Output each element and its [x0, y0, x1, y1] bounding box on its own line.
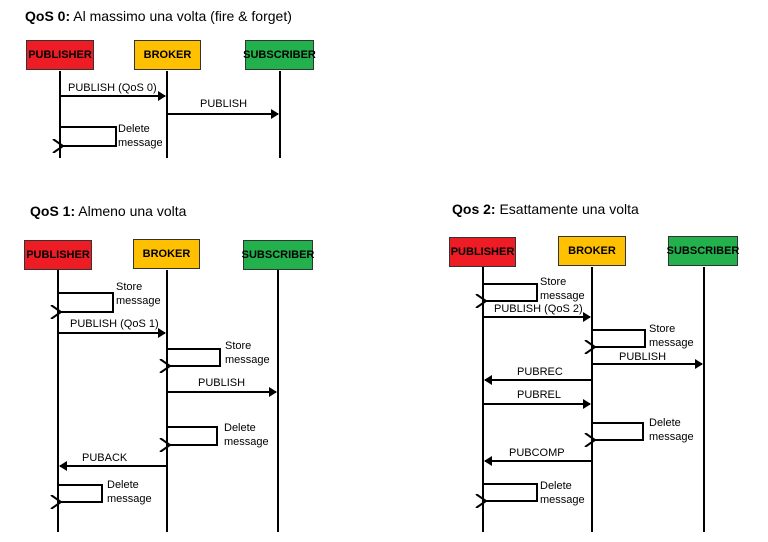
qos2-msg-pubcomp: PUBCOMP	[509, 447, 565, 459]
qos2-lifelines	[482, 267, 705, 532]
qos1-note-store-publisher-line1: Store	[116, 281, 143, 293]
qos0-note-delete-line1: Delete	[118, 123, 150, 135]
qos1-arrows	[58, 292, 277, 502]
qos2-subscriber-box: SUBSCRIBER	[667, 236, 739, 266]
qos1-broker-box: BROKER	[133, 239, 200, 269]
qos1-note-store-broker-line2: message	[225, 354, 270, 366]
qos1-note-store-publisher-line2: message	[116, 295, 161, 307]
qos2-self-store-publisher	[484, 283, 538, 301]
qos2-arrows	[483, 283, 703, 501]
qos1-note-store-publisher: Store message	[116, 280, 161, 308]
qos1-msg-publish: PUBLISH	[198, 377, 246, 389]
qos1-note-delete-broker: Delete message	[224, 421, 269, 449]
qos2-title: Qos 2: Esattamente una volta	[452, 201, 639, 217]
qos2-msg-pubrel: PUBREL	[517, 389, 562, 401]
qos2-msg-publish-qos2: PUBLISH (QoS 2)	[494, 303, 583, 315]
qos2-note-store-publisher-line1: Store	[540, 276, 567, 288]
qos2-note-store-publisher-line2: message	[540, 290, 585, 302]
qos0-subscriber-box: SUBSCRIBER	[243, 40, 316, 70]
qos2-note-delete-publisher-line1: Delete	[540, 480, 572, 492]
qos2-self-store-broker	[593, 329, 646, 347]
qos0-arrows	[60, 91, 279, 146]
qos1-self-delete-publisher	[59, 484, 103, 502]
qos2-note-delete-publisher-line2: message	[540, 494, 585, 506]
qos2-self-delete-publisher	[484, 483, 538, 501]
qos1-title-bold: QoS 1:	[30, 203, 76, 219]
qos0-self-delete	[61, 126, 117, 146]
qos0-publisher-box: PUBLISHER	[26, 40, 94, 70]
qos2-note-delete-broker-line1: Delete	[649, 417, 681, 429]
qos2-note-store-publisher: Store message	[540, 275, 585, 303]
qos2-note-store-broker-line1: Store	[649, 323, 676, 335]
qos1-note-delete-publisher-line2: message	[107, 493, 152, 505]
qos2-note-store-broker-line2: message	[649, 337, 694, 349]
qos0-msg-publish: PUBLISH	[200, 98, 248, 110]
qos2-note-delete-broker: Delete message	[649, 416, 694, 444]
qos0-title: QoS 0: Al massimo una volta (fire & forg…	[25, 8, 292, 24]
qos2-broker-box: BROKER	[558, 236, 626, 266]
qos2-title-bold: Qos 2:	[452, 201, 496, 217]
qos1-subscriber-box: SUBSCRIBER	[242, 240, 314, 270]
qos1-note-store-broker-line1: Store	[225, 340, 252, 352]
qos1-note-delete-publisher-line1: Delete	[107, 479, 139, 491]
qos2-title-text: Esattamente una volta	[495, 201, 639, 217]
qos1-publisher-box: PUBLISHER	[24, 240, 92, 270]
qos2-note-store-broker: Store message	[649, 322, 694, 350]
qos0-broker-box: BROKER	[134, 40, 201, 70]
qos1-note-delete-publisher: Delete message	[107, 478, 152, 506]
qos0-note-delete-line2: message	[118, 137, 163, 149]
qos1-note-store-broker: Store message	[225, 339, 270, 367]
qos2-self-delete-broker	[593, 422, 644, 440]
qos1-msg-publish-qos1: PUBLISH (QoS 1)	[70, 318, 159, 330]
qos0-title-bold: QoS 0:	[25, 8, 71, 24]
qos1-note-delete-broker-line1: Delete	[224, 422, 256, 434]
qos2-publisher-box: PUBLISHER	[449, 237, 516, 267]
qos1-self-delete-broker	[168, 426, 218, 445]
qos1-self-store-publisher	[59, 292, 114, 312]
qos0-title-text: Al massimo una volta (fire & forget)	[70, 8, 292, 24]
qos1-note-delete-broker-line2: message	[224, 436, 269, 448]
qos2-msg-pubrec: PUBREC	[517, 366, 563, 378]
qos0-note-delete: Delete message	[118, 122, 163, 150]
qos1-msg-puback: PUBACK	[82, 452, 128, 464]
qos2-note-delete-publisher: Delete message	[540, 479, 585, 507]
qos2-note-delete-broker-line2: message	[649, 431, 694, 443]
qos1-self-store-broker	[168, 348, 221, 366]
qos1-title-text: Almeno una volta	[75, 203, 187, 219]
qos0-msg-publish-qos0: PUBLISH (QoS 0)	[68, 82, 157, 94]
qos1-title: QoS 1: Almeno una volta	[30, 203, 186, 219]
qos2-msg-publish: PUBLISH	[619, 351, 667, 363]
qos1-lifelines	[57, 270, 279, 532]
